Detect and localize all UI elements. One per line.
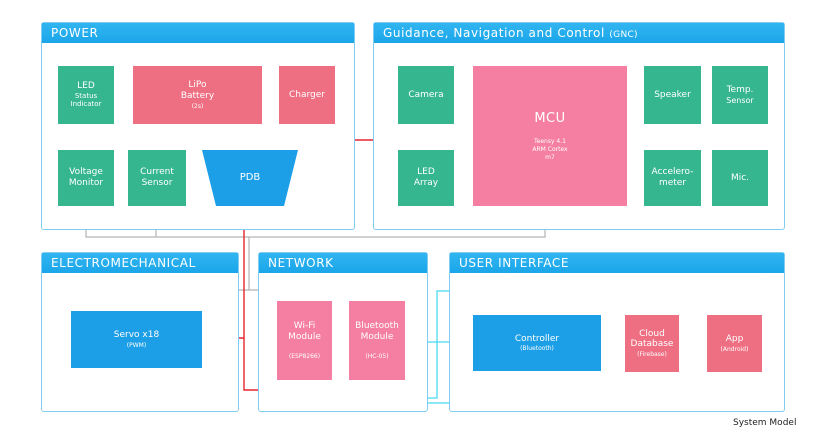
app-title: App (725, 334, 744, 344)
controller-sub: (Bluetooth) (520, 345, 554, 353)
led-status-line2: Status (74, 92, 98, 100)
bt-title-2: Module (360, 331, 394, 342)
mcu-sub-2: ARM Cortex (532, 145, 568, 153)
pdb-shape (202, 150, 298, 206)
controller-title: Controller (514, 333, 560, 344)
led-array: LED Array (398, 150, 454, 206)
led-status-line3: Indicator (70, 100, 102, 109)
lipo-title-2: Battery (180, 90, 215, 101)
gnc-abbr: (GNC) (609, 30, 638, 40)
bt-title-1: Bluetooth (355, 321, 399, 332)
temp-line1: Temp. (726, 84, 754, 95)
led-status-line1: LED (77, 81, 95, 92)
app-sub: (Android) (720, 345, 749, 353)
gnc-title-text: Guidance, Navigation and Control (383, 26, 605, 40)
voltage-line1: Voltage (69, 167, 103, 178)
cloud-title-1: Cloud (639, 328, 665, 339)
lipo-battery: LiPo Battery (2s) (133, 66, 262, 124)
camera: Camera (398, 66, 454, 124)
current-line1: Current (140, 167, 174, 178)
mcu-title: MCU (534, 110, 566, 126)
network-title: NETWORK (259, 253, 427, 273)
app: App (Android) (707, 315, 762, 372)
user-interface-title: USER INTERFACE (450, 253, 784, 273)
current-line2: Sensor (141, 178, 173, 188)
servo: Servo x18 (PWM) (71, 311, 202, 368)
microphone: Mic. (712, 150, 768, 206)
cloud-title-2: Database (630, 339, 674, 350)
speaker-label: Speaker (654, 89, 691, 100)
accel-line2: meter (658, 178, 687, 188)
speaker: Speaker (644, 66, 701, 124)
led-array-line2: Array (413, 178, 439, 188)
bt-sub: (HC-05) (365, 352, 389, 360)
lipo-title-1: LiPo (188, 80, 207, 91)
lipo-sub: (2s) (191, 102, 204, 110)
led-status-indicator: LED Status Indicator (58, 66, 114, 124)
controller: Controller (Bluetooth) (473, 315, 601, 371)
led-array-line1: LED (417, 167, 435, 178)
electromechanical-title: ELECTROMECHANICAL (42, 253, 238, 273)
mcu-sub-1: Teensy 4.1 (534, 137, 566, 145)
diagram-caption: System Model (733, 418, 797, 428)
accelerometer: Accelero- meter (644, 150, 701, 206)
wifi-title-2: Module (288, 331, 321, 342)
bluetooth-module: Bluetooth Module (HC-05) (349, 301, 405, 380)
charger-label: Charger (289, 89, 325, 100)
pdb: PDB (202, 150, 298, 206)
servo-sub: (PWM) (126, 341, 147, 349)
cloud-database: Cloud Database (Firebase) (625, 315, 679, 372)
camera-label: Camera (408, 89, 444, 100)
mcu-sub-3: m7 (545, 153, 555, 161)
voltage-monitor: Voltage Monitor (58, 150, 114, 206)
charger: Charger (279, 66, 335, 124)
gnc-title: Guidance, Navigation and Control (GNC) (374, 23, 784, 43)
mcu: MCU Teensy 4.1 ARM Cortex m7 (473, 66, 627, 206)
wifi-module: Wi-Fi Module (ESP8266) (277, 301, 332, 380)
power-title: POWER (42, 23, 354, 43)
current-sensor: Current Sensor (128, 150, 186, 206)
voltage-line2: Monitor (68, 178, 104, 188)
accel-line1: Accelero- (651, 167, 694, 178)
temp-sensor: Temp. Sensor (712, 66, 768, 124)
mic-label: Mic. (730, 172, 750, 183)
wifi-title-1: Wi-Fi (293, 321, 316, 332)
pdb-label: PDB (239, 172, 261, 183)
cloud-sub: (Firebase) (637, 351, 667, 359)
servo-title: Servo x18 (113, 330, 160, 340)
temp-line2: Sensor (726, 95, 754, 105)
wifi-sub: (ESP8266) (288, 352, 321, 360)
